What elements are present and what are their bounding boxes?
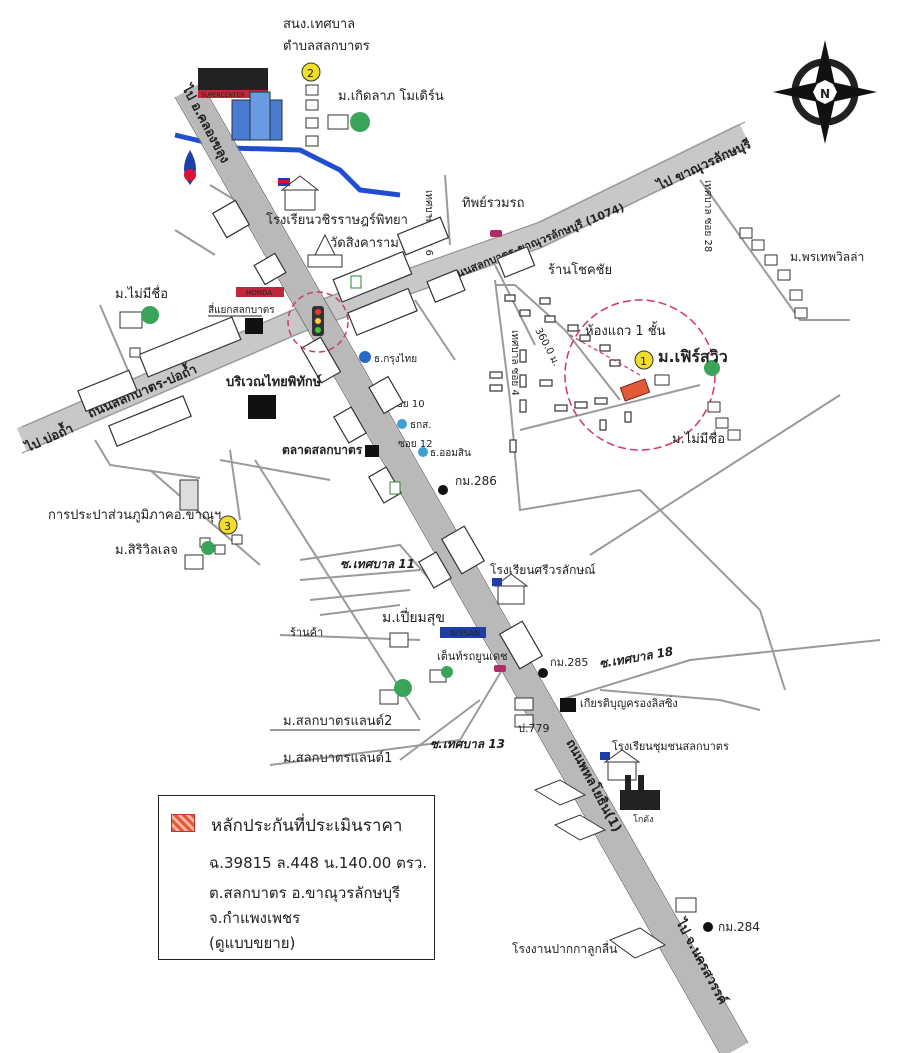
soi-13-label: ซ.เทศบาล 13 (430, 737, 505, 751)
envelope-icons (514, 697, 697, 913)
moo-land2-label: ม.สลกบาตรแลนด์2 (283, 713, 392, 729)
baac-label: ธกส. (410, 420, 431, 431)
seven-eleven-icons (350, 275, 401, 495)
lotus-name: Lotus (214, 70, 255, 88)
school-sriwaralak-icon (492, 573, 529, 605)
car-icons (490, 230, 506, 672)
factory-label: โรงงานปากกาลูกลื่น (512, 940, 617, 957)
soi-10-label: ซอย 10 (390, 399, 425, 410)
legend: หลักประกันที่ประเมินราคา ฉ.39815 ล.448 น… (158, 795, 435, 960)
moo-pienmsuk-label: ม.เปี่ยมสุข (382, 608, 445, 626)
krungthai-label: ธ.กรุงไทย (374, 353, 417, 365)
gsb-label: ธ.ออมสิน (430, 448, 471, 459)
svg-text:1: 1 (640, 355, 647, 368)
km284-label: กม.284 (718, 920, 760, 934)
km-markers (438, 485, 713, 932)
thai-pitak-label: บริเวณไทยพิทักษ์ (226, 373, 322, 390)
fuel-station-icon (184, 150, 196, 185)
moo-pornthep-label: ม.พรเทพวิลล่า (790, 250, 864, 264)
traffic-light-icon (312, 306, 324, 336)
intersection-label: สี่แยกสลกบาตร (208, 302, 275, 316)
moo-land1-label: ม.สลกบาตรแลนด์1 (283, 750, 392, 766)
nissan-sign: NISSAN (440, 627, 486, 638)
legend-location: ต.สลกบาตร อ.ขาณุวรลักษบุรี (209, 884, 401, 902)
soi-28-label: เทศบาล ซอย 28 (702, 180, 713, 252)
minor-roads (94, 174, 881, 766)
moo-noname-e-label: ม.ไม่มีชื่อ (672, 430, 725, 447)
compass-icon: N (773, 40, 877, 144)
warehouse-icons (533, 779, 667, 959)
honda-label: HONDA (246, 289, 272, 297)
soi-4-label: เทศบาล ซอย 4 (509, 330, 520, 396)
moo-siriwil-label: ม.สิริวิลเลจ (115, 543, 178, 558)
lotus-sub: SUPERCENTER (201, 92, 245, 99)
distance-label: 360.0 ม. (532, 326, 561, 368)
kiatdibun-label: เกียรติบุญครองลิสซิ่ง (580, 695, 678, 710)
legend-parcel-swatch (171, 814, 195, 832)
marker-2: 2 (301, 62, 321, 82)
moo-kerdlarb-label: ม.เกิดลาภ โมเดิร์น (338, 88, 444, 104)
temple-icon (307, 233, 343, 268)
lotus-logo: Lotus SUPERCENTER (198, 68, 283, 141)
marker-1: 1 (634, 350, 654, 370)
km286-label: กม.286 (455, 474, 497, 488)
warehouse-label: โกดัง (633, 814, 654, 825)
bank-icons (359, 351, 428, 457)
intersection-circle (287, 291, 349, 353)
tippayawan-label: ทิพย์รวมรถ (462, 195, 524, 211)
moo-free-view-label: ม.เฟิร์สวิว (658, 347, 728, 366)
honda-sign: HONDA (236, 287, 284, 297)
place-labels: สนง.เทศบาล ตำบลสลกบาตร ม.เกิดลาภ โมเดิร์… (48, 17, 864, 957)
school-icon (278, 175, 320, 211)
soi-11-label: ซ.เทศบาล 11 (340, 557, 415, 571)
school-chumchon-label: โรงเรียนชุมชนสลกบาตร (612, 739, 729, 753)
shop-chokchai-label: ร้านโชคชัย (548, 262, 612, 278)
legend-province: จ.กำแพงเพชร (209, 909, 301, 927)
market-label: ตลาดสลกบาตร (282, 443, 363, 457)
soi-18-label: ซ.เทศบาล 18 (598, 644, 674, 671)
building-icons (179, 318, 576, 712)
tent-label: เต็นท์รถยูนเดช (437, 649, 508, 663)
school-wachira-label: โรงเรียนวชิรราษฎร์พิทยา (266, 212, 408, 228)
km285-label: กม.285 (550, 656, 588, 669)
municipal-office-label-2: ตำบลสลกบาตร (283, 39, 370, 54)
legend-title: หลักประกันที่ประเมินราคา (211, 816, 403, 836)
legend-note: (ดูแบบขยาย) (209, 934, 296, 952)
shop-label: ร้านค้า (290, 626, 323, 639)
wat-label: วัดสิงคาราม (330, 236, 399, 251)
moo-noname-w-label: ม.ไม่มีชื่อ (115, 285, 168, 302)
subject-parcel (619, 378, 651, 402)
legend-deed: ฉ.39815 ล.448 น.140.00 ตรว. (209, 854, 428, 872)
school-sriwaralak-label: โรงเรียนศรีวรลักษณ์ (490, 563, 595, 577)
soi-12-label: ซอย 12 (398, 439, 433, 450)
post-779-label: ป.779 (518, 722, 549, 735)
waterworks-label: การประปาส่วนภูมิภาคอ.ขาณุฯ (48, 508, 221, 523)
row-house-label: ห้องแถว 1 ชั้น (585, 321, 666, 339)
building-blocks (77, 199, 632, 670)
marker-3: 3 (218, 515, 238, 535)
factory-icon (620, 775, 660, 810)
tree-icons (141, 112, 720, 697)
municipal-office-label: สนง.เทศบาล (283, 17, 355, 32)
svg-text:2: 2 (307, 67, 314, 80)
nissan-label: NISSAN (450, 629, 480, 638)
svg-text:3: 3 (224, 520, 231, 533)
compass-n-label: N (820, 87, 830, 101)
school-chumchon-icon (600, 749, 641, 781)
